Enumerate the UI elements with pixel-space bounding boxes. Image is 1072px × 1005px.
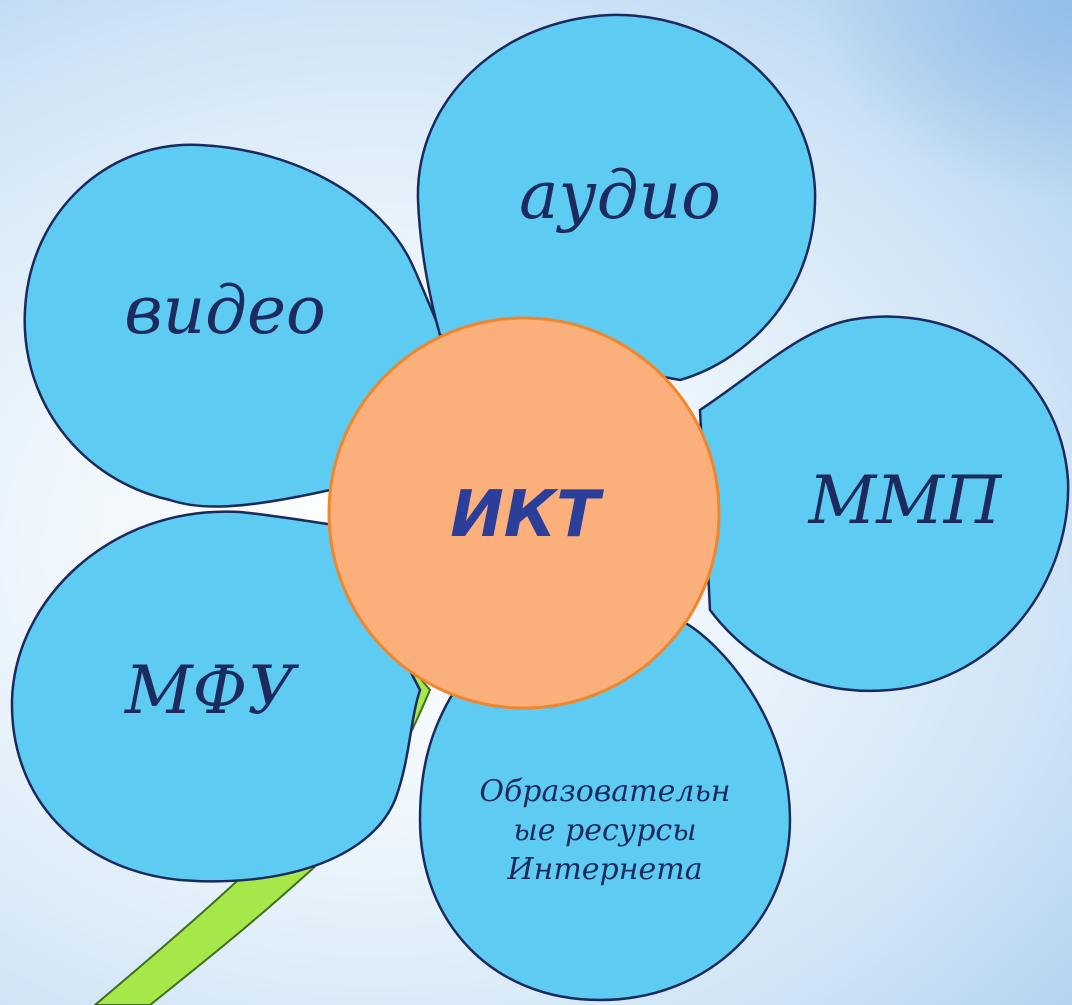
label-internet-line2: ые ресурсы <box>513 812 697 848</box>
label-mmp: ММП <box>808 461 1002 539</box>
petal-mmp <box>698 315 1070 693</box>
label-internet-line3: Интернета <box>507 851 703 887</box>
center-label: ИКТ <box>450 478 600 552</box>
background-corner-shade <box>812 0 1072 200</box>
petal-video <box>23 143 447 508</box>
label-audio: аудио <box>519 156 721 234</box>
center-circle <box>327 316 721 710</box>
petal-mfu <box>10 510 422 883</box>
label-mfu: МФУ <box>124 651 296 729</box>
petal-audio <box>416 13 817 382</box>
label-video: видео <box>124 271 326 349</box>
label-internet-line1: Образовательн <box>479 773 731 809</box>
label-internet: Образовательн ые ресурсы Интернета <box>440 755 770 905</box>
